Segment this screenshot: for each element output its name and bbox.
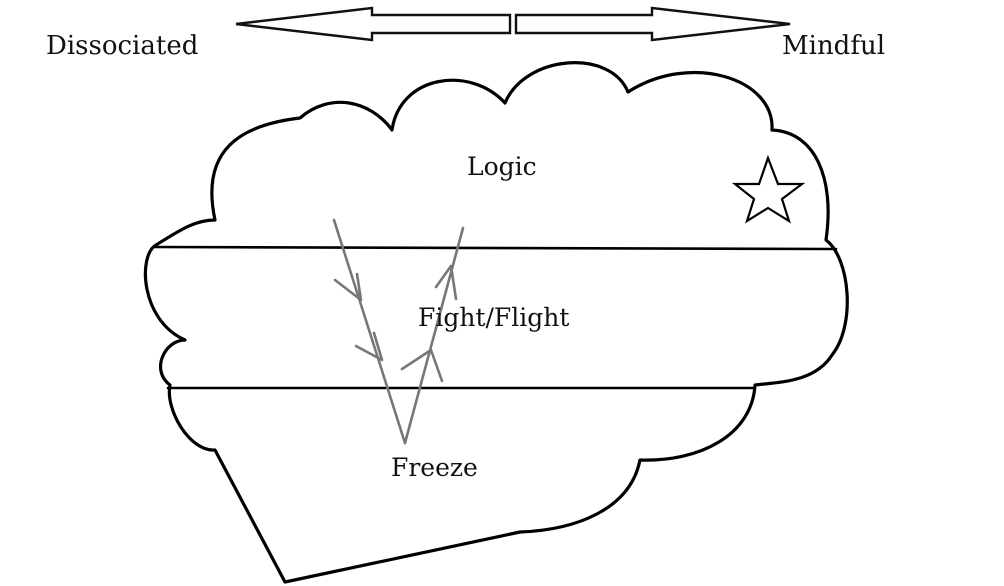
brain-outline [143,61,849,584]
response-arrows [332,218,465,445]
spectrum-arrow [235,6,791,42]
mindful-label: Mindful [782,31,885,61]
downward-response-arrow [332,218,407,445]
logic-fight-flight-divider [152,245,838,251]
freeze-label: Freeze [391,453,478,482]
right-arrow-shape [514,6,791,42]
dissociated-label: Dissociated [46,31,198,61]
fight-flight-label: Fight/Flight [418,303,569,332]
logic-label: Logic [467,152,537,181]
star-icon [731,154,806,224]
left-arrow-shape [235,6,512,42]
upward-response-arrow [400,226,465,445]
